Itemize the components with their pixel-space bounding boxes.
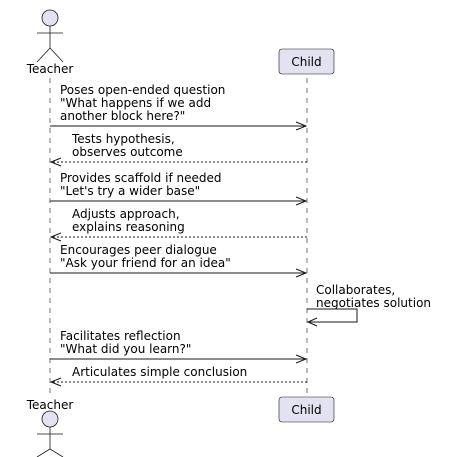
teacher-label-top: Teacher bbox=[26, 62, 74, 76]
message-arrow bbox=[307, 308, 358, 323]
message-label-line: "What did you learn?" bbox=[60, 342, 191, 356]
arrowhead-icon bbox=[306, 317, 318, 327]
message-label-line: observes outcome bbox=[72, 145, 183, 159]
arrowhead-icon bbox=[295, 196, 308, 206]
message-label-line: Articulates simple conclusion bbox=[72, 365, 247, 379]
child-label-top: Child bbox=[291, 55, 321, 69]
stick-figure-icon bbox=[36, 9, 64, 63]
message-label-line: "Let's try a wider base" bbox=[60, 184, 200, 198]
message-label-line: Poses open-ended question bbox=[60, 83, 225, 97]
message-4: Adjusts approach,explains reasoning bbox=[49, 207, 307, 242]
arrowhead-icon bbox=[295, 354, 308, 364]
arrowhead-icon bbox=[295, 121, 308, 131]
teacher-label-bottom: Teacher bbox=[26, 398, 74, 412]
message-3: Provides scaffold if needed"Let's try a … bbox=[50, 171, 308, 206]
message-label-line: Provides scaffold if needed bbox=[60, 171, 221, 185]
child-participant-top: Child bbox=[278, 48, 335, 75]
message-label-line: explains reasoning bbox=[72, 220, 185, 234]
message-8: Articulates simple conclusion bbox=[49, 365, 307, 387]
teacher-actor-top: Teacher bbox=[26, 9, 74, 76]
messages: Poses open-ended question"What happens i… bbox=[49, 83, 431, 387]
child-label-bottom: Child bbox=[291, 403, 321, 417]
message-label-line: "Ask your friend for an idea" bbox=[60, 256, 231, 270]
message-label-line: Encourages peer dialogue bbox=[60, 243, 217, 257]
teacher-actor-bottom: Teacher bbox=[26, 398, 74, 457]
message-label-line: "What happens if we add bbox=[60, 96, 211, 110]
arrowhead-icon bbox=[49, 232, 62, 242]
message-label-line: another block here?" bbox=[60, 109, 185, 123]
arrowhead-icon bbox=[295, 268, 308, 278]
message-6: Collaborates,negotiates solution bbox=[306, 283, 431, 327]
arrowhead-icon bbox=[49, 377, 62, 387]
message-label-line: negotiates solution bbox=[316, 296, 431, 310]
message-2: Tests hypothesis,observes outcome bbox=[49, 132, 307, 167]
child-participant-bottom: Child bbox=[278, 396, 335, 423]
message-label-line: Collaborates, bbox=[316, 283, 395, 297]
message-label-line: Tests hypothesis, bbox=[71, 132, 175, 146]
message-label-line: Adjusts approach, bbox=[72, 207, 180, 221]
message-label-line: Facilitates reflection bbox=[60, 329, 181, 343]
stick-figure-icon bbox=[36, 410, 64, 457]
message-1: Poses open-ended question"What happens i… bbox=[50, 83, 308, 131]
message-7: Facilitates reflection"What did you lear… bbox=[50, 329, 308, 364]
message-5: Encourages peer dialogue"Ask your friend… bbox=[50, 243, 308, 278]
arrowhead-icon bbox=[49, 157, 62, 167]
